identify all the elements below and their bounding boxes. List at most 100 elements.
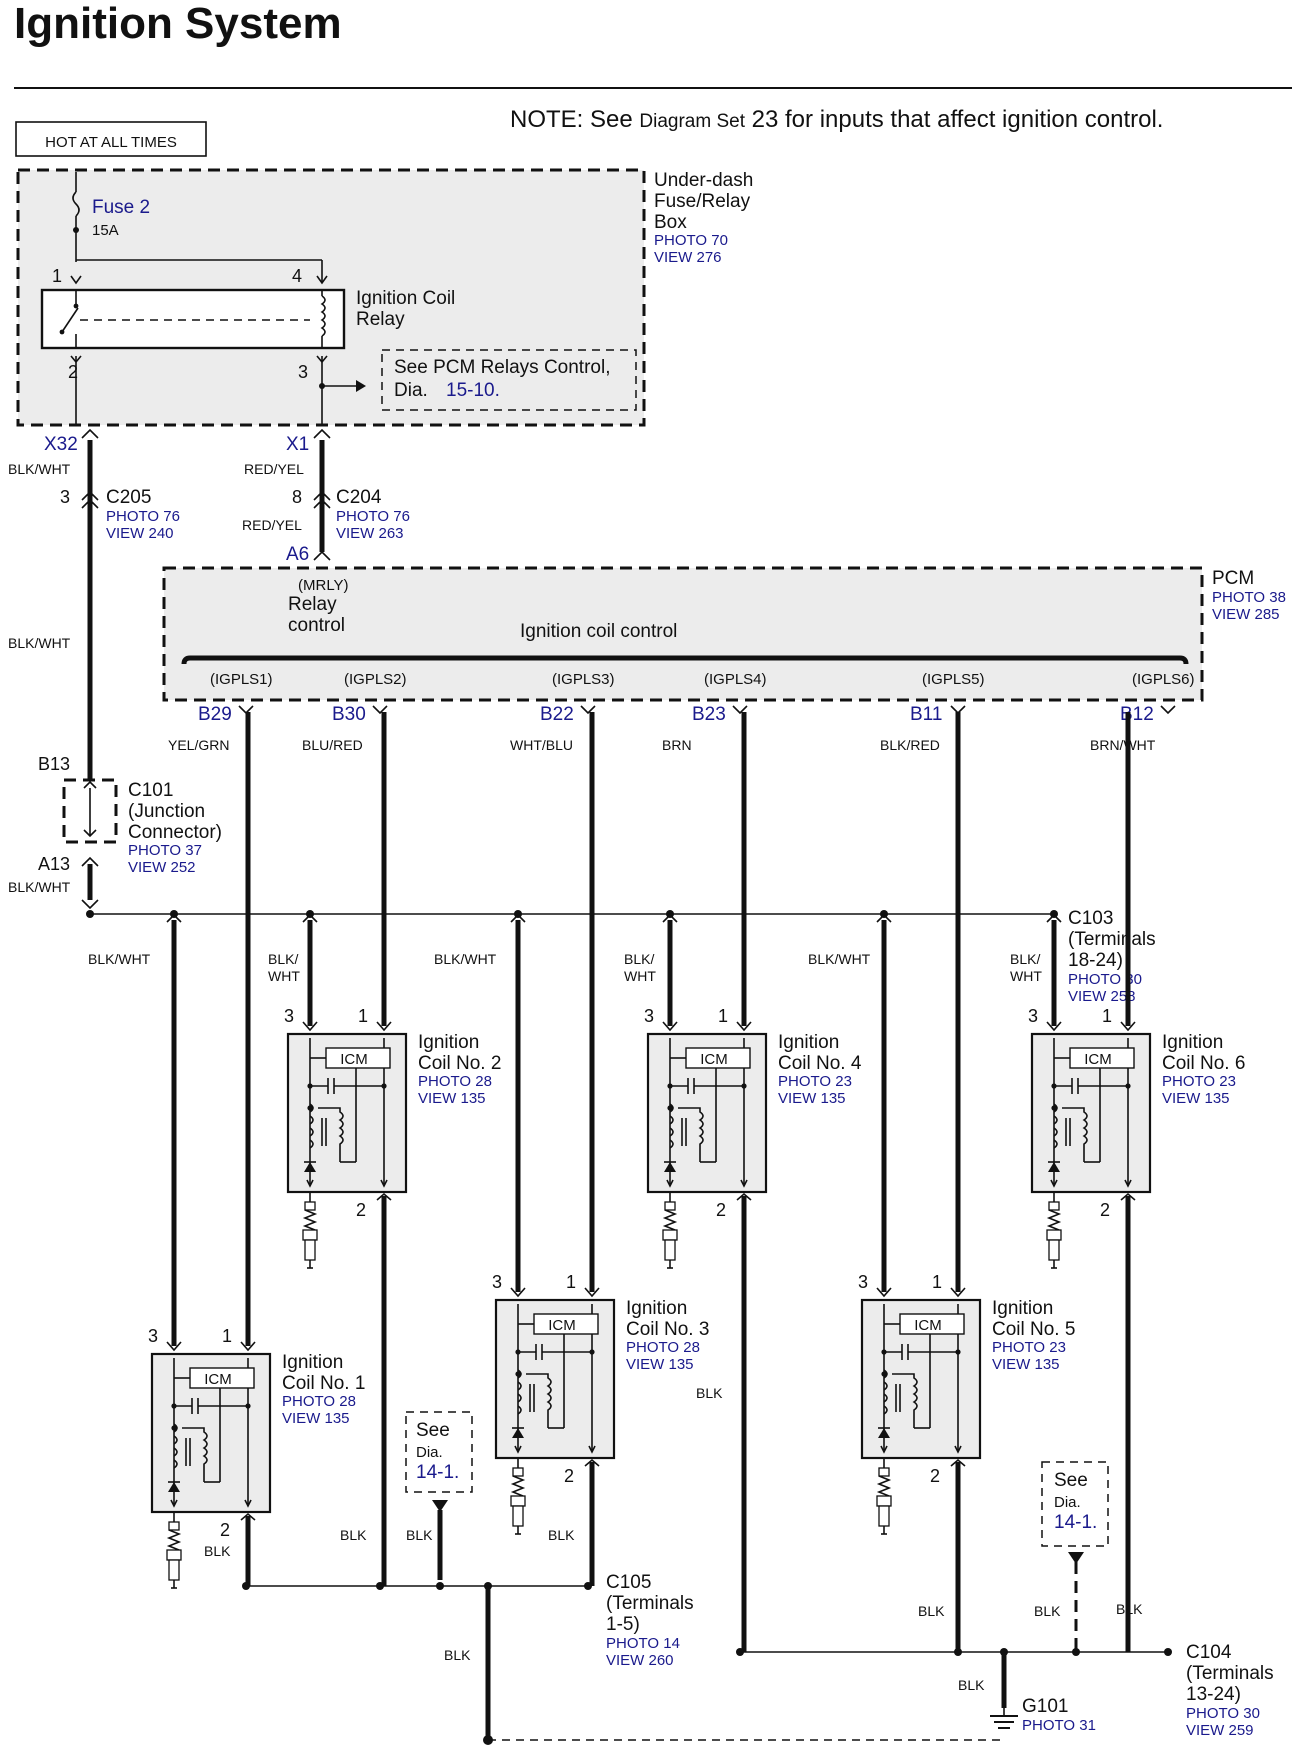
c104-view: VIEW 259 [1186,1722,1254,1739]
coil-2-pin3: 3 [284,1006,294,1026]
pcm-relays-ref-dia: Dia. [394,380,428,401]
c101-connector [62,778,118,844]
pcm-box [162,566,1204,702]
c101-name: C101 [128,780,173,801]
coil-6-pin2: 2 [1100,1200,1110,1220]
ground-wire-g7: BLK [918,1603,945,1619]
pcm-output-signal-2: (IGPLS2) [344,671,407,688]
c205-photo: PHOTO 76 [106,508,180,525]
pcm-output-wire-2: BLU/RED [302,737,363,753]
pcm-output-wire-6: BRN/WHT [1090,737,1156,753]
pcm-relays-ref-number: 15-10. [446,380,500,401]
c204-name: C204 [336,487,382,508]
c101-b13: B13 [38,754,70,774]
pcm-output-pin-5: B11 [910,704,942,725]
coil-4-label-1: Ignition [778,1032,839,1053]
coil-6-label-1: Ignition [1162,1032,1223,1053]
c105-label-2: (Terminals [606,1593,694,1614]
pcm-output-pin-4: B23 [692,704,726,725]
see-right-1: See [1054,1470,1088,1491]
branch-wire-6b: WHT [1010,968,1042,984]
coil-1-icm: ICM [204,1371,232,1388]
branch-wire-5: BLK/WHT [808,951,871,967]
coil-4-photo: PHOTO 23 [778,1073,852,1090]
wire-label-x32: BLK/WHT [8,461,71,477]
spark-plug-icon [876,1457,892,1535]
c205-view: VIEW 240 [106,525,174,542]
pcm-relays-ref-line1: See PCM Relays Control, [394,357,610,378]
c101-a13: A13 [38,854,70,874]
ground-wire-g9: BLK [1116,1601,1143,1617]
coil-3-view: VIEW 135 [626,1356,694,1373]
c101-label-2: (Junction [128,801,205,822]
fusebox-view: VIEW 276 [654,249,722,266]
coil-5-view: VIEW 135 [992,1356,1060,1373]
pcm-output-pin-3: B22 [540,704,574,725]
coil-5-label-2: Coil No. 5 [992,1319,1075,1340]
pcm-mrly: (MRLY) [298,577,349,594]
fuse-rating: 15A [92,222,119,239]
c104-label-3: 13-24) [1186,1684,1241,1705]
coil-2-photo: PHOTO 28 [418,1073,492,1090]
coil-6-photo: PHOTO 23 [1162,1073,1236,1090]
pin-x32: X32 [44,434,78,455]
pcm-output-signal-4: (IGPLS4) [704,671,767,688]
wire-label-left: BLK/WHT [8,635,71,651]
pcm-output-wire-3: WHT/BLU [510,737,573,753]
ignition-coil-relay [40,288,346,350]
c105-name: C105 [606,1572,651,1593]
c101-photo: PHOTO 37 [128,842,202,859]
coil-2-pin2: 2 [356,1200,366,1220]
c204-view: VIEW 263 [336,525,404,542]
relay-pin-4: 4 [292,266,302,286]
fuse-relay-box [16,168,646,427]
pcm-photo: PHOTO 38 [1212,589,1286,606]
coil-3-icm: ICM [548,1317,576,1334]
spark-plug-icon [1046,1191,1062,1269]
branch-wire-2a: BLK/ [268,951,298,967]
coil-4-pin2: 2 [716,1200,726,1220]
see-right-3: 14-1. [1054,1512,1097,1533]
coil-3-label-1: Ignition [626,1298,687,1319]
coil-2-label-2: Coil No. 2 [418,1053,501,1074]
fusebox-label-1: Under-dash [654,170,753,191]
coil-4-pin3: 3 [644,1006,654,1026]
coil-1-pin1: 1 [222,1326,232,1346]
ground-wire-g8: BLK [1034,1603,1061,1619]
coil-4-pin1: 1 [718,1006,728,1026]
coil-1-pin2: 2 [220,1520,230,1540]
c205-name: C205 [106,487,151,508]
coil-4-view: VIEW 135 [778,1090,846,1107]
see-left-3: 14-1. [416,1462,459,1483]
coil-5-pin2: 2 [930,1466,940,1486]
coil-2-view: VIEW 135 [418,1090,486,1107]
coil-6-pin1: 1 [1102,1006,1112,1026]
fusebox-photo: PHOTO 70 [654,232,728,249]
coil-1-pin3: 3 [148,1326,158,1346]
pcm-output-signal-6: (IGPLS6) [1132,671,1195,688]
coil-3-photo: PHOTO 28 [626,1339,700,1356]
note: NOTE: See Diagram Set 23 for inputs that… [510,106,1163,133]
pcm-output-signal-5: (IGPLS5) [922,671,985,688]
relay-pin-3: 3 [298,362,308,382]
ground-wire-g6: BLK [696,1385,723,1401]
coil-1-label-1: Ignition [282,1352,343,1373]
wire-label-x1: RED/YEL [244,461,304,477]
branch-wire-3: BLK/WHT [434,951,497,967]
coil-6-pin3: 3 [1028,1006,1038,1026]
fuse-name: Fuse 2 [92,197,150,218]
see-left-1: See [416,1420,450,1441]
pcm-relays-ref-box [381,349,637,411]
wire-label-c204: RED/YEL [242,517,302,533]
ground-wire-g2: BLK [340,1527,367,1543]
c104-photo: PHOTO 30 [1186,1705,1260,1722]
relay-label-2: Relay [356,309,405,330]
g101-name: G101 [1022,1696,1068,1717]
pcm-output-signal-1: (IGPLS1) [210,671,273,688]
pcm-view: VIEW 285 [1212,606,1280,623]
pcm-output-wire-4: BRN [662,737,692,753]
